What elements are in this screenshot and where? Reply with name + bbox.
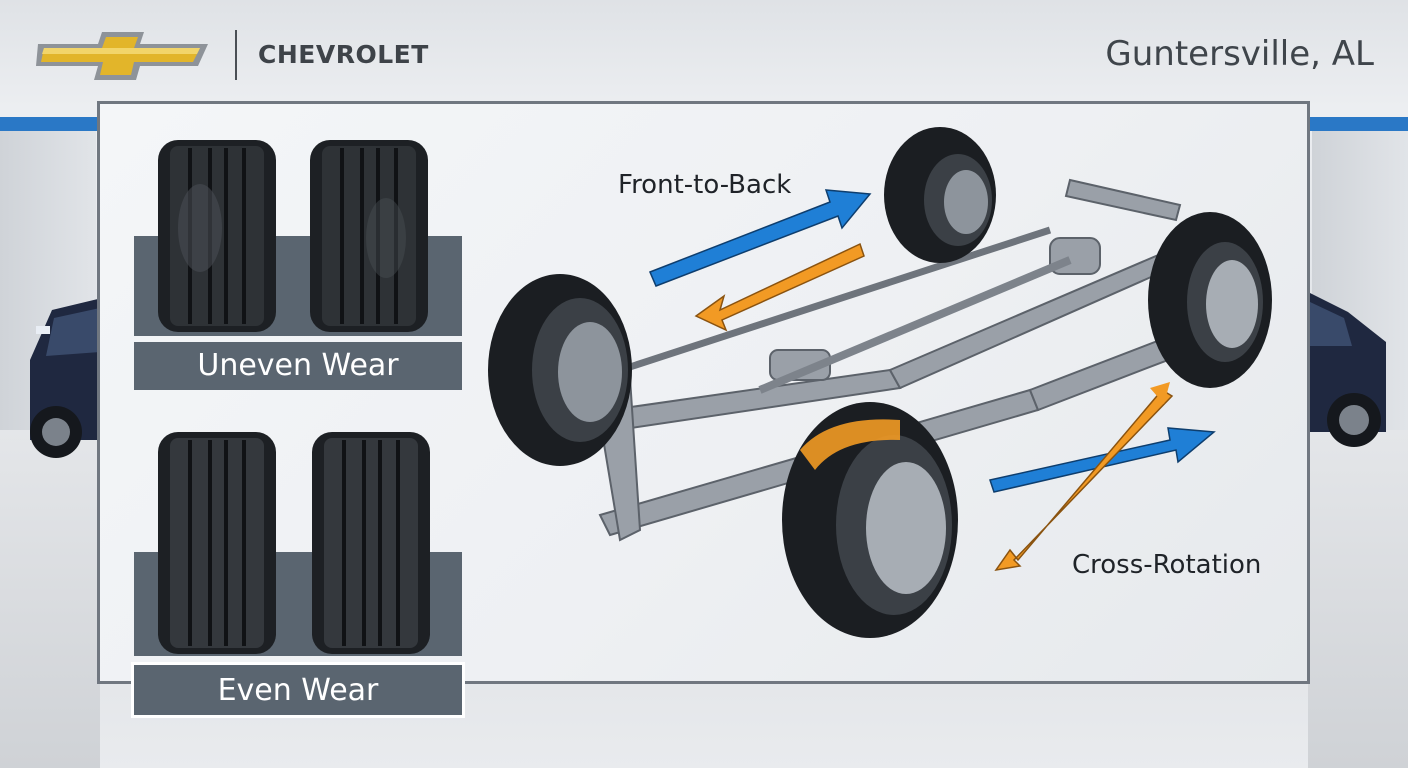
brand-name: CHEVROLET bbox=[258, 40, 429, 69]
wheel-rear-right bbox=[884, 127, 996, 263]
uneven-tire-icon bbox=[158, 140, 276, 332]
parked-vehicle-right bbox=[1308, 292, 1386, 447]
uneven-tire-icon-2 bbox=[310, 140, 428, 332]
uneven-wear-label: Uneven Wear bbox=[134, 342, 462, 390]
wall-accent-stripe-right bbox=[1308, 117, 1408, 131]
front-to-back-label: Front-to-Back bbox=[618, 170, 792, 200]
even-tire-icon-2 bbox=[312, 432, 430, 654]
header-divider bbox=[235, 30, 237, 80]
parked-vehicle-left bbox=[30, 298, 102, 458]
even-tire-icon bbox=[158, 432, 276, 654]
chassis-illustration bbox=[488, 127, 1272, 638]
chevrolet-bowtie-logo bbox=[36, 32, 208, 80]
front-to-back-arrows bbox=[649, 189, 872, 332]
cross-rotation-label: Cross-Rotation bbox=[1072, 550, 1262, 580]
wheel-rear-left bbox=[488, 274, 632, 466]
wall-accent-stripe-left bbox=[0, 117, 100, 131]
wheel-front-left bbox=[782, 402, 958, 638]
showroom-floor-left bbox=[0, 430, 100, 768]
dealer-location: Guntersville, AL bbox=[1105, 34, 1374, 74]
cross-rotation-arrows bbox=[989, 382, 1216, 572]
wheel-front-right bbox=[1148, 212, 1272, 388]
even-wear-label: Even Wear bbox=[131, 662, 465, 718]
showroom-floor-right bbox=[1308, 430, 1408, 768]
dealer-header: CHEVROLET Guntersville, AL bbox=[0, 0, 1408, 110]
